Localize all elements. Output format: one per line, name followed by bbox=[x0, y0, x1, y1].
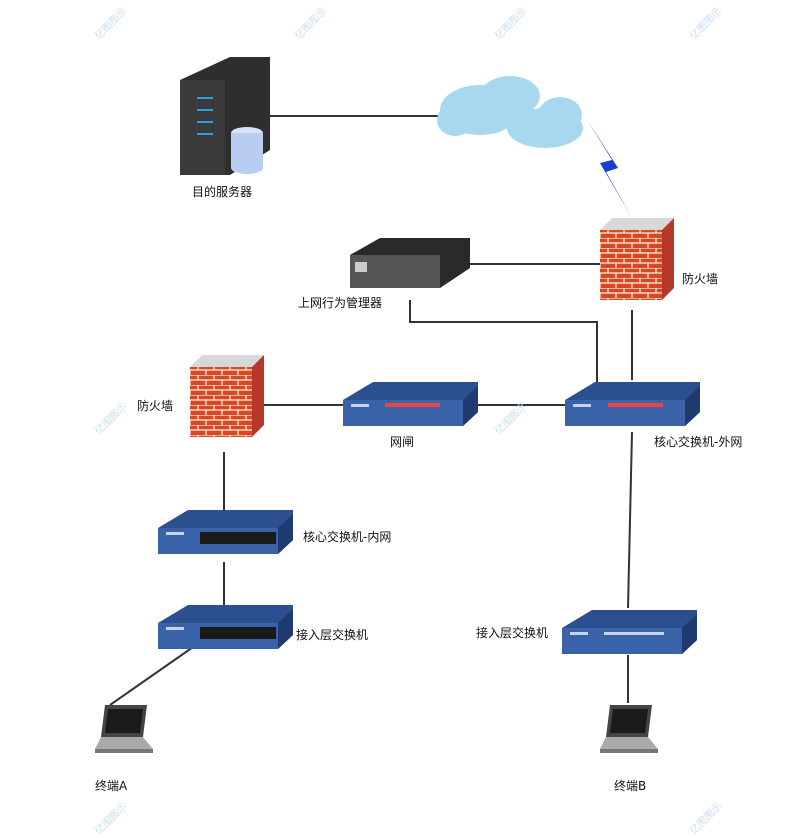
server-icon bbox=[180, 57, 270, 175]
label-core-outer: 核心交换机-外网 bbox=[654, 435, 743, 449]
behavior-manager-icon bbox=[350, 238, 470, 288]
label-server: 目的服务器 bbox=[192, 185, 253, 199]
cloud-icon bbox=[437, 76, 583, 148]
terminal-a-laptop-icon bbox=[95, 705, 153, 753]
access-left-switch-icon bbox=[158, 605, 293, 649]
label-terminal-a: 终端A bbox=[95, 779, 128, 793]
access-right-switch-icon bbox=[562, 610, 697, 654]
label-behavior-manager: 上网行为管理器 bbox=[298, 296, 383, 310]
label-access-left: 接入层交换机 bbox=[296, 628, 369, 642]
core-outer-switch-icon bbox=[565, 382, 700, 426]
label-firewall-outer: 防火墙 bbox=[682, 272, 719, 286]
terminal-b-laptop-icon bbox=[600, 705, 658, 753]
firewall-inner-icon bbox=[190, 355, 264, 437]
label-access-right: 接入层交换机 bbox=[476, 626, 549, 640]
connection-lines bbox=[109, 115, 633, 706]
label-core-inner: 核心交换机-内网 bbox=[303, 530, 392, 544]
label-firewall-inner: 防火墙 bbox=[137, 399, 174, 413]
label-gateway: 网闸 bbox=[390, 435, 415, 449]
firewall-outer-icon bbox=[600, 218, 674, 300]
core-inner-switch-icon bbox=[158, 510, 293, 554]
wireless-link-icon bbox=[586, 118, 632, 218]
label-terminal-b: 终端B bbox=[614, 779, 647, 793]
gateway-icon bbox=[343, 382, 478, 426]
